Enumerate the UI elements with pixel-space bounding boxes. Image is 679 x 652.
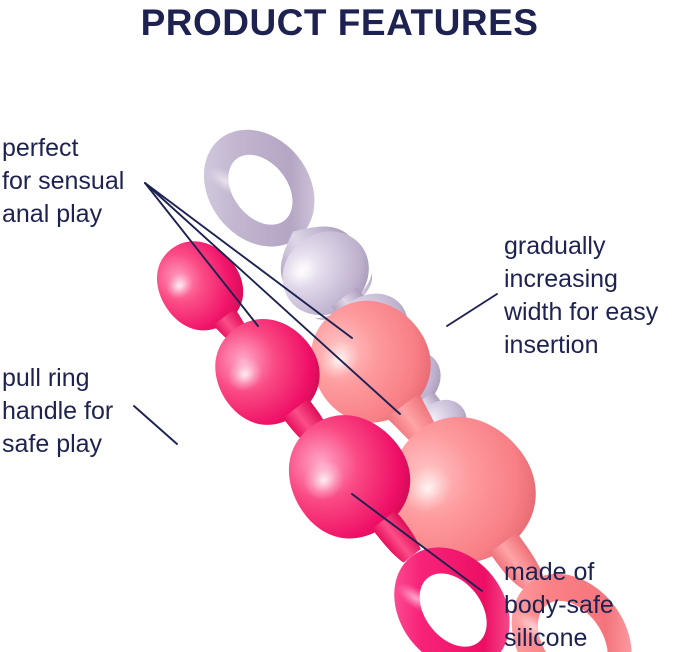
coral-pull-ring (511, 573, 632, 652)
callout-label-pull-ring: pull ring handle for safe play (2, 364, 114, 458)
page-title: PRODUCT FEATURES (140, 2, 539, 43)
callout-label-sensual: perfect for sensual anal play (2, 134, 125, 228)
callout-label-gradual-width: gradually increasing width for easy inse… (504, 232, 659, 359)
callout-label-body-safe: made of body-safe silicone (504, 558, 614, 652)
